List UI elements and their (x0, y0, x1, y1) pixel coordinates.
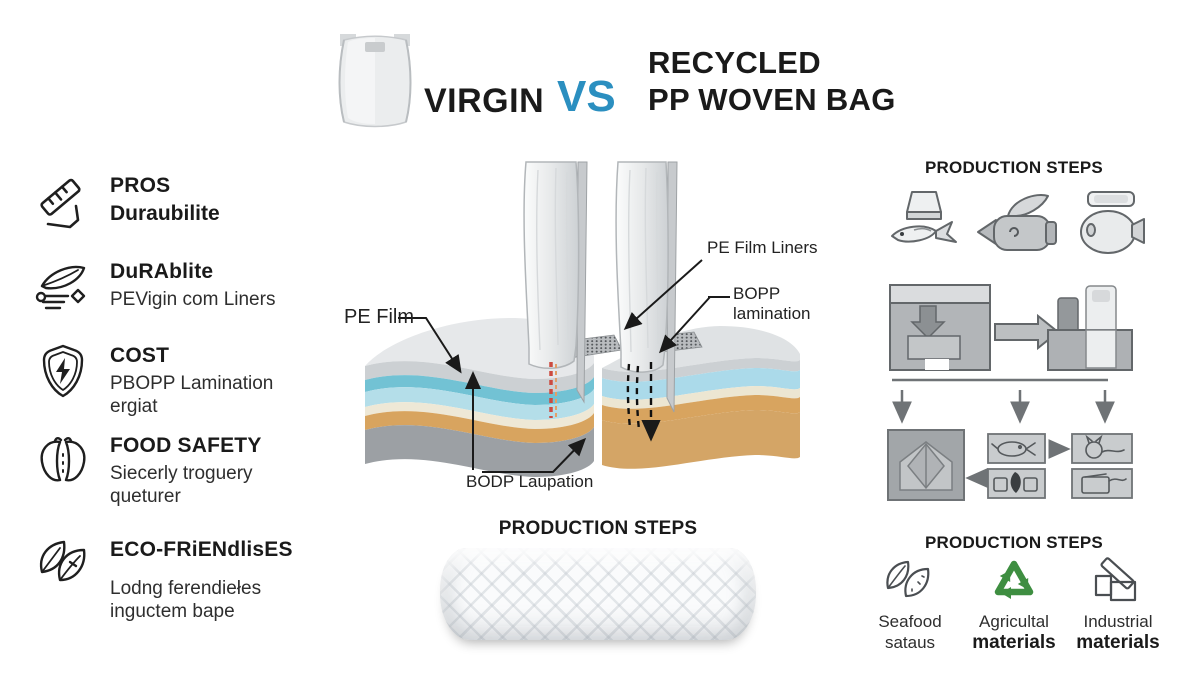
leaf-cups-icon (993, 472, 1038, 493)
leader-lines (398, 259, 730, 473)
recycling-flowchart (880, 272, 1180, 504)
sidebar-item-title: FOOD SAFETY (110, 434, 262, 457)
sidebar-item-subtitle: Lodng ferendiełes inguctem bape (110, 578, 262, 622)
bag-layers-cross-section (330, 140, 860, 540)
label-pe-film: PE Film (344, 306, 414, 328)
sidebar-item-durability: DuRAblite PEVigin com Liners (34, 258, 314, 316)
leaves-icon (860, 556, 960, 608)
sidebar-item-title: ECO-FRiENdlisES (110, 538, 293, 561)
sorting-boxes (987, 433, 1133, 499)
title-recycled-line1: RECYCLED (648, 45, 821, 80)
material-agricultural: Agricultal materials (964, 556, 1064, 654)
material-industrial: Industrial materials (1068, 556, 1168, 654)
sidebar-item-subtitle: PEVigin com Liners (110, 289, 276, 310)
sidebar-item-food-safety: FOOD SAFETY Siecerly troguery queturer (34, 432, 314, 508)
material-seafood: Seafood sataus (860, 556, 960, 654)
sidebar-item-title: PROS (110, 174, 171, 197)
title-vs: VS (557, 72, 616, 121)
ruler-icon (34, 172, 92, 234)
production-steps-top-title: PRODUCTION STEPS (925, 158, 1103, 177)
sidebar-item-title: DuRAblite (110, 260, 214, 283)
fish-machine-icon (972, 186, 1060, 258)
fish-sketch-icon (991, 441, 1036, 457)
flow-down-arrows (892, 390, 1115, 424)
dashed-arrows (626, 362, 661, 442)
pot-sketch-icon (1081, 473, 1127, 494)
sidebar-item-eco: ECO-FRiENdlisES Lodng ferendiełes inguct… (34, 536, 314, 623)
machine-b-icon (1047, 285, 1133, 371)
animal-sketch-icon (1085, 434, 1125, 459)
sidebar-item-subtitle: Duraubilite (110, 202, 220, 225)
shield-bolt-icon (34, 342, 92, 404)
machine-a-icon (889, 284, 991, 371)
sidebar-item-subtitle: Siecerly troguery queturer (110, 463, 253, 507)
raw-material-icons-row (884, 186, 1146, 258)
round-fish-icon (1070, 186, 1146, 258)
fish-cap-icon (884, 186, 962, 258)
feather-icon (34, 258, 92, 316)
pp-bag-icon (332, 28, 418, 130)
industrial-ruler-icon (1068, 556, 1168, 608)
leaves-icon (34, 536, 92, 596)
bean-icon (34, 432, 92, 492)
label-bodp-laupation: BODP Laupation (466, 472, 594, 491)
label-pe-film-liners: PE Film Liners (707, 238, 818, 257)
title-recycled-line2: PP WOVEN BAG (648, 82, 896, 117)
production-steps-center-title: PRODUCTION STEPS (498, 518, 698, 539)
recycle-icon (964, 556, 1064, 608)
seal-line (549, 362, 557, 420)
title-recycled: RECYCLED PP WOVEN BAG (648, 44, 896, 118)
label-bopp-lamination: BOPP lamination (733, 284, 811, 323)
production-steps-bottom-title: PRODUCTION STEPS (925, 533, 1103, 552)
sidebar-item-pros: PROS Duraubilite (34, 172, 314, 234)
materials-row: Seafood sataus Agricultal materials (860, 556, 1168, 654)
sidebar-item-subtitle: PBOPP Lamination ergiat (110, 373, 274, 417)
title-virgin: VIRGIN (424, 82, 545, 120)
sidebar-item-title: COST (110, 344, 170, 367)
house-box-icon (887, 429, 965, 501)
woven-fabric-roll (440, 548, 756, 640)
sidebar-item-cost: COST PBOPP Lamination ergiat (34, 342, 314, 418)
